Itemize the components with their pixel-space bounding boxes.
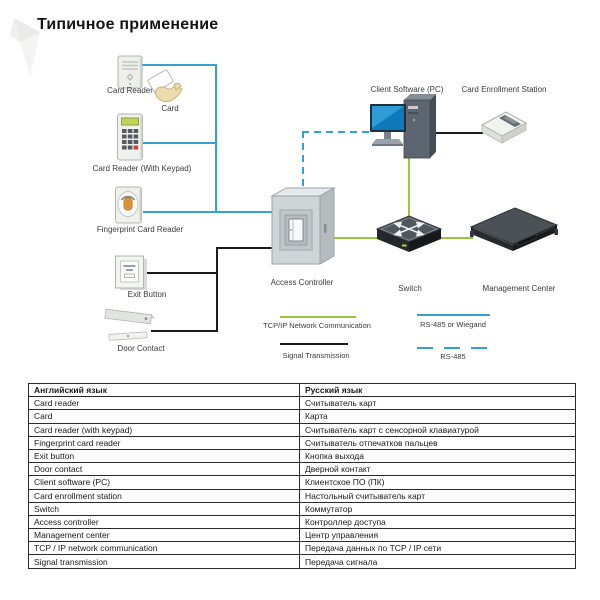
cell-en: Door contact: [28, 462, 300, 477]
switch-icon: [375, 215, 443, 252]
line-controller-signal: [216, 247, 273, 249]
card-reader-label: Card Reader: [107, 86, 153, 95]
cell-en: Management center: [28, 528, 300, 543]
card-label: Card: [161, 104, 179, 113]
legend-rs485-label: RS-485: [440, 352, 466, 361]
cell-en: Access controller: [28, 514, 300, 530]
cell-en: Switch: [28, 501, 300, 516]
fingerprint-card-reader-label: Fingerprint Card Reader: [96, 225, 184, 234]
cell-ru: Центр управления: [299, 528, 576, 543]
cell-en: Card: [28, 409, 300, 424]
door-contact-icon: [104, 308, 155, 341]
legend-signal-label: Signal Transmission: [282, 351, 350, 360]
line-pc-switch: [408, 158, 410, 218]
watermark-logo-icon: [10, 18, 40, 76]
legend-tcpip-line: [280, 316, 356, 318]
table-row: Client software (PC)Клиентское ПО (ПК): [28, 475, 576, 490]
cell-ru: Контроллер доступа: [299, 514, 576, 530]
cell-ru: Клиентское ПО (ПК): [299, 475, 576, 490]
exit-button-label: Exit Button: [127, 290, 167, 299]
line-keypadreader-bus: [143, 142, 216, 144]
cell-en: Card reader: [28, 396, 300, 411]
line-cardreader-bus: [142, 64, 216, 66]
legend-signal-line: [280, 343, 348, 345]
cell-ru: Считыватель карт с сенсорной клавиатурой: [299, 422, 576, 437]
legend-rs485-wiegand-label: RS-485 or Wiegand: [420, 320, 486, 329]
line-signal-vertical: [216, 247, 218, 332]
line-exitbutton-signal: [145, 272, 216, 274]
switch-label: Switch: [398, 284, 422, 293]
table-row: Card reader (with keypad)Считыватель кар…: [28, 422, 576, 437]
card-in-hand-icon: [147, 69, 183, 103]
management-center-label: Management Center: [482, 284, 556, 293]
legend-rs485-wiegand-line: [417, 314, 490, 316]
page-title: Типичное применение: [37, 16, 219, 33]
management-center-icon: [469, 207, 559, 251]
line-controller-switch: [332, 237, 378, 239]
table-header-row: Английский язык Русский язык: [28, 382, 576, 398]
line-dashed-controller-pc-horiz: [302, 131, 371, 133]
fingerprint-card-reader-icon: [115, 186, 142, 224]
cell-en: Card enrollment station: [28, 488, 300, 503]
table-header-english: Английский язык: [28, 382, 300, 398]
cell-en: TCP / IP network communication: [28, 541, 300, 556]
cell-ru: Передача данных по TCP / IP сети: [299, 541, 576, 556]
cell-en: Client software (PC): [28, 475, 300, 490]
line-dashed-controller-pc-vert: [302, 131, 304, 188]
card-enrollment-station-label: Card Enrollment Station: [461, 85, 547, 94]
card-enrollment-station-icon: [480, 111, 528, 144]
line-switch-management: [441, 237, 473, 239]
line-bus-vertical: [215, 64, 217, 212]
cell-ru: Считыватель отпечатков пальцев: [299, 435, 576, 450]
cell-ru: Настольный считыватель карт: [299, 488, 576, 503]
card-reader-icon: [117, 55, 143, 89]
card-reader-keypad-icon: [117, 113, 143, 161]
line-fingerprint-controller: [143, 211, 273, 213]
line-pc-enrollment: [436, 132, 483, 134]
cell-ru: Коммутатор: [299, 501, 576, 516]
cell-ru: Кнопка выхода: [299, 448, 576, 464]
line-doorcontact-signal: [151, 330, 216, 332]
client-software-pc-label: Client Software (PC): [370, 85, 444, 94]
access-controller-icon: [270, 187, 336, 265]
cell-en: Exit button: [28, 448, 300, 464]
cell-en: Signal transmission: [28, 554, 300, 569]
access-controller-label: Access Controller: [270, 278, 334, 287]
cell-ru: Передача сигнала: [299, 554, 576, 569]
cell-ru: Карта: [299, 409, 576, 424]
cell-en: Card reader (with keypad): [28, 422, 300, 437]
client-software-pc-icon: [370, 94, 436, 159]
cell-en: Fingerprint card reader: [28, 435, 300, 450]
legend-tcpip-label: TCP/IP Network Communication: [263, 321, 371, 330]
legend-rs485-line: [417, 347, 490, 349]
table-header-russian: Русский язык: [299, 382, 576, 398]
cell-ru: Дверной контакт: [299, 462, 576, 477]
card-reader-keypad-label: Card Reader (With Keypad): [92, 164, 192, 173]
translation-table: Английский язык Русский язык Card reader…: [28, 382, 576, 569]
cell-ru: Считыватель карт: [299, 396, 576, 411]
door-contact-label: Door Contact: [117, 344, 165, 353]
exit-button-icon: [115, 255, 147, 290]
